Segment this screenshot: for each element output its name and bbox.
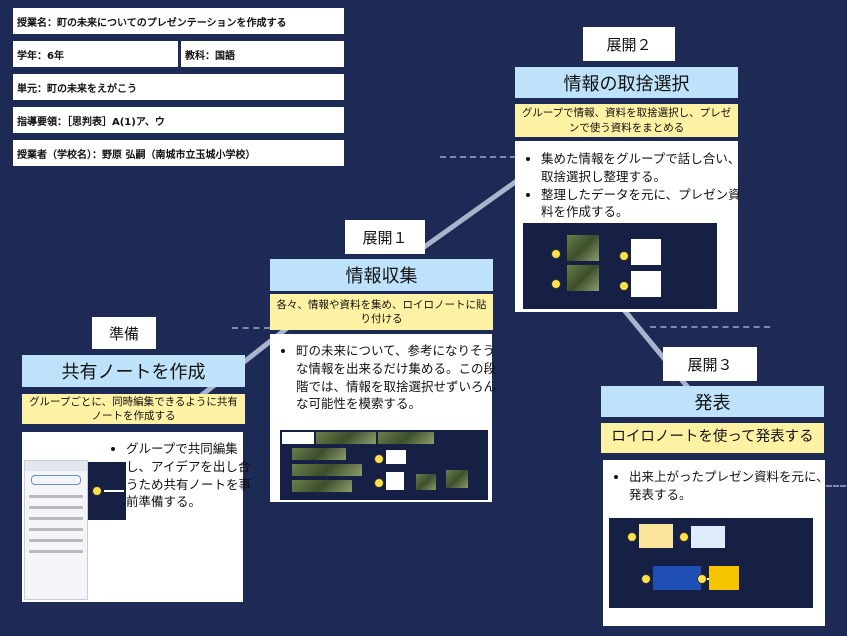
stage-bullets-development-2: 集めた情報をグループで話し合い、取捨選択し整理する。 整理したデータを元に、プレ… <box>523 150 749 221</box>
stage-subtitle-development-3: ロイロノートを使って発表する <box>601 423 824 453</box>
stage-subtitle-preparation: グループごとに、同時編集できるように共有ノートを作成する <box>22 394 245 424</box>
guideline-box: 指導要領：［思判表］A(1)ア、ウ <box>13 107 344 133</box>
bullet-item: 整理したデータを元に、プレゼン資料を作成する。 <box>541 186 749 222</box>
stage-label-development-3: 展開３ <box>663 347 757 381</box>
stage-bullets-development-3: 出来上がったプレゼン資料を元に、発表する。 <box>611 468 835 504</box>
stage-bullets-preparation: グループで共同編集し、アイデアを出し合うため共有ノートを事前準備する。 <box>108 440 256 511</box>
dashed-line-4 <box>826 485 846 487</box>
screenshot-shared-note <box>24 460 88 600</box>
stage-bullets-development-1: 町の未来について、参考になりそうな情報を出来るだけ集める。この段階では、情報を取… <box>278 342 504 413</box>
screenshot-canvas <box>88 462 126 520</box>
screenshot-information-selection <box>523 223 717 309</box>
bullet-item: 出来上がったプレゼン資料を元に、発表する。 <box>629 468 835 504</box>
subject-box: 教科：国語 <box>181 41 344 67</box>
unit-box: 単元：町の未来をえがこう <box>13 74 344 100</box>
stage-label-preparation: 準備 <box>92 317 156 349</box>
stage-subtitle-development-1: 各々、情報や資料を集め、ロイロノートに貼り付ける <box>270 294 493 330</box>
dashed-line-3 <box>650 326 770 328</box>
screenshot-information-collection <box>280 430 488 500</box>
grade-box: 学年：6年 <box>13 41 178 67</box>
stage-title-preparation: 共有ノートを作成 <box>22 355 245 387</box>
stage-card-development-1: 町の未来について、参考になりそうな情報を出来るだけ集める。この段階では、情報を取… <box>270 334 496 502</box>
teacher-box: 授業者（学校名）：野原 弘嗣（南城市立玉城小学校） <box>13 140 344 166</box>
bullet-item: 町の未来について、参考になりそうな情報を出来るだけ集める。この段階では、情報を取… <box>296 342 504 413</box>
stage-title-development-2: 情報の取捨選択 <box>515 67 738 98</box>
dashed-line-2 <box>440 156 516 158</box>
stage-title-development-3: 発表 <box>601 386 824 417</box>
stage-title-development-1: 情報収集 <box>270 259 493 291</box>
stage-card-development-2: 集めた情報をグループで話し合い、取捨選択し整理する。 整理したデータを元に、プレ… <box>515 141 741 312</box>
screenshot-presentation <box>609 518 813 608</box>
bullet-item: グループで共同編集し、アイデアを出し合うため共有ノートを事前準備する。 <box>126 440 256 511</box>
stage-card-preparation: グループで共同編集し、アイデアを出し合うため共有ノートを事前準備する。 <box>22 432 251 602</box>
bullet-item: 集めた情報をグループで話し合い、取捨選択し整理する。 <box>541 150 749 186</box>
stage-card-development-3: 出来上がったプレゼン資料を元に、発表する。 <box>603 460 829 626</box>
stage-subtitle-development-2: グループで情報、資料を取捨選択し、プレゼンで使う資料をまとめる <box>515 104 738 137</box>
lesson-name-box: 授業名：町の未来についてのプレゼンテーションを作成する <box>13 8 344 34</box>
dashed-line-1 <box>232 327 270 329</box>
stage-label-development-1: 展開１ <box>345 220 425 254</box>
stage-label-development-2: 展開２ <box>583 27 675 61</box>
